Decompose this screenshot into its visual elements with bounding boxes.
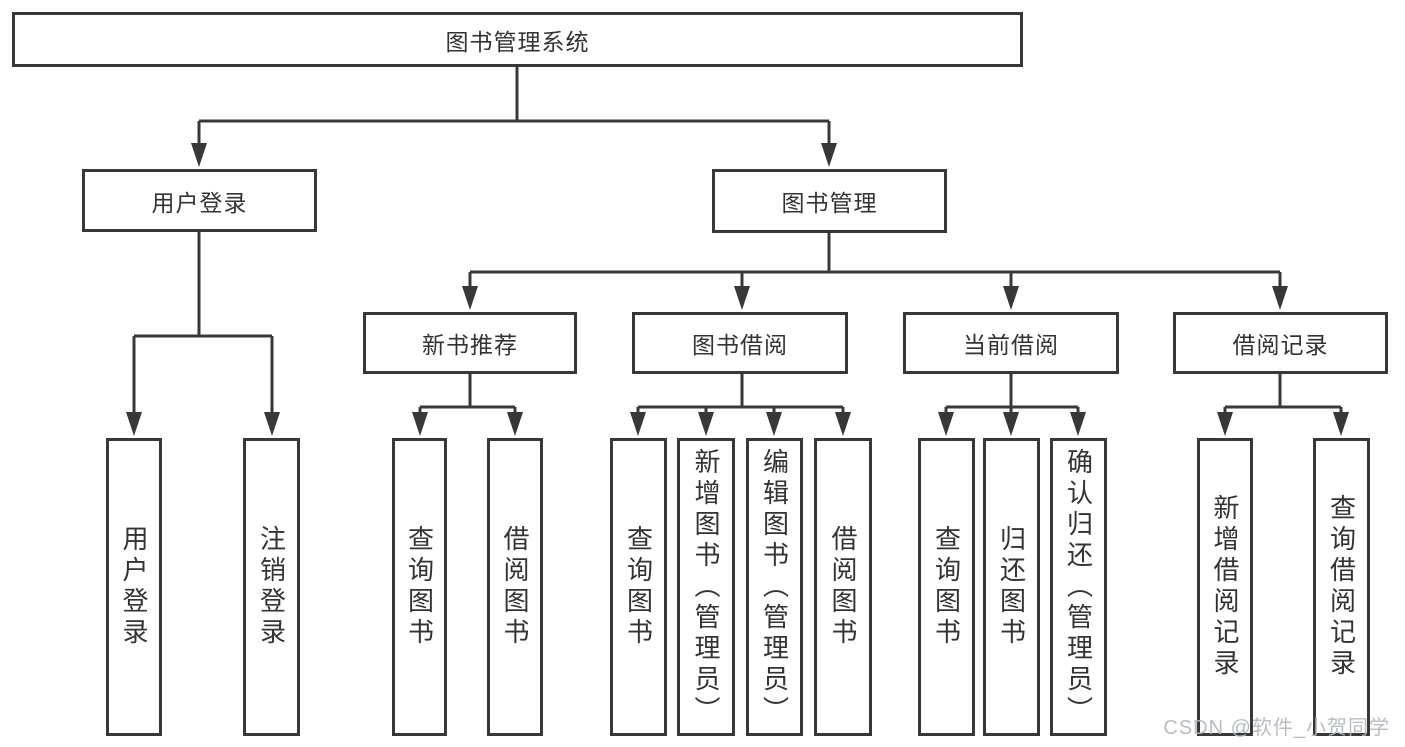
leaf-add-book-admin-label: 新增图书（管理员） xyxy=(691,447,721,727)
arrowhead xyxy=(126,412,142,436)
arrowhead xyxy=(698,412,714,436)
arrowhead xyxy=(462,286,478,310)
leaf-recommend-borrow-books: 借阅图书 xyxy=(487,438,543,736)
arrowhead xyxy=(507,412,523,436)
arrowhead xyxy=(1003,286,1019,310)
leaf-user-login-label: 用户登录 xyxy=(119,525,149,649)
arrowhead xyxy=(191,143,207,167)
leaf-borrowing-query-books-label: 查询图书 xyxy=(623,525,654,649)
node-user-login: 用户登录 xyxy=(82,169,317,232)
leaf-borrowing-borrow-books: 借阅图书 xyxy=(814,438,872,736)
leaf-borrowing-query-books: 查询图书 xyxy=(610,438,667,736)
watermark: CSDN @软件_小贺同学 xyxy=(1163,717,1390,739)
arrowhead xyxy=(630,412,646,436)
node-current-borrowing-label: 当前借阅 xyxy=(963,332,1059,358)
arrowhead xyxy=(1272,286,1288,310)
leaf-add-borrow-record: 新增借阅记录 xyxy=(1197,438,1253,736)
arrowhead xyxy=(734,286,750,310)
leaf-borrowing-borrow-books-label: 借阅图书 xyxy=(828,525,858,649)
leaf-confirm-return-admin: 确认归还（管理员） xyxy=(1050,438,1107,736)
arrowhead xyxy=(1333,412,1349,436)
arrowhead xyxy=(938,412,954,436)
arrowhead xyxy=(412,412,428,436)
leaf-query-borrow-record: 查询借阅记录 xyxy=(1313,438,1370,736)
node-new-book-recommend: 新书推荐 xyxy=(363,312,577,374)
leaf-recommend-query-books-label: 查询图书 xyxy=(404,525,435,649)
leaf-current-query-books-label: 查询图书 xyxy=(931,525,962,649)
node-book-borrowing: 图书借阅 xyxy=(632,312,848,374)
node-book-management: 图书管理 xyxy=(712,169,947,233)
arrowhead xyxy=(1003,412,1019,436)
leaf-user-login: 用户登录 xyxy=(106,438,162,736)
leaf-recommend-query-books: 查询图书 xyxy=(392,438,447,736)
leaf-current-query-books: 查询图书 xyxy=(918,438,975,736)
node-library-system-label: 图书管理系统 xyxy=(445,28,590,55)
node-borrowing-records-label: 借阅记录 xyxy=(1232,332,1329,358)
arrowhead xyxy=(766,412,782,436)
leaf-edit-book-admin-label: 编辑图书（管理员） xyxy=(759,447,790,727)
node-current-borrowing: 当前借阅 xyxy=(903,312,1119,374)
node-borrowing-records: 借阅记录 xyxy=(1173,312,1388,374)
arrowhead xyxy=(821,143,837,167)
node-book-management-label: 图书管理 xyxy=(781,190,878,216)
leaf-logout-label: 注销登录 xyxy=(256,525,287,649)
leaf-add-borrow-record-label: 新增借阅记录 xyxy=(1210,494,1240,680)
arrowhead xyxy=(1070,412,1086,436)
leaf-add-book-admin: 新增图书（管理员） xyxy=(677,438,735,736)
leaf-recommend-borrow-books-label: 借阅图书 xyxy=(500,525,530,649)
leaf-query-borrow-record-label: 查询借阅记录 xyxy=(1326,494,1357,680)
arrowhead xyxy=(264,412,280,436)
node-book-borrowing-label: 图书借阅 xyxy=(692,332,788,358)
leaf-return-books: 归还图书 xyxy=(983,438,1040,736)
leaf-edit-book-admin: 编辑图书（管理员） xyxy=(746,438,803,736)
leaf-return-books-label: 归还图书 xyxy=(996,525,1027,649)
leaf-logout: 注销登录 xyxy=(243,438,300,736)
leaf-confirm-return-admin-label: 确认归还（管理员） xyxy=(1063,447,1094,727)
node-library-system: 图书管理系统 xyxy=(12,12,1023,67)
arrowhead xyxy=(835,412,851,436)
arrowhead xyxy=(1217,412,1233,436)
node-new-book-recommend-label: 新书推荐 xyxy=(422,332,518,358)
node-user-login-label: 用户登录 xyxy=(151,189,248,216)
